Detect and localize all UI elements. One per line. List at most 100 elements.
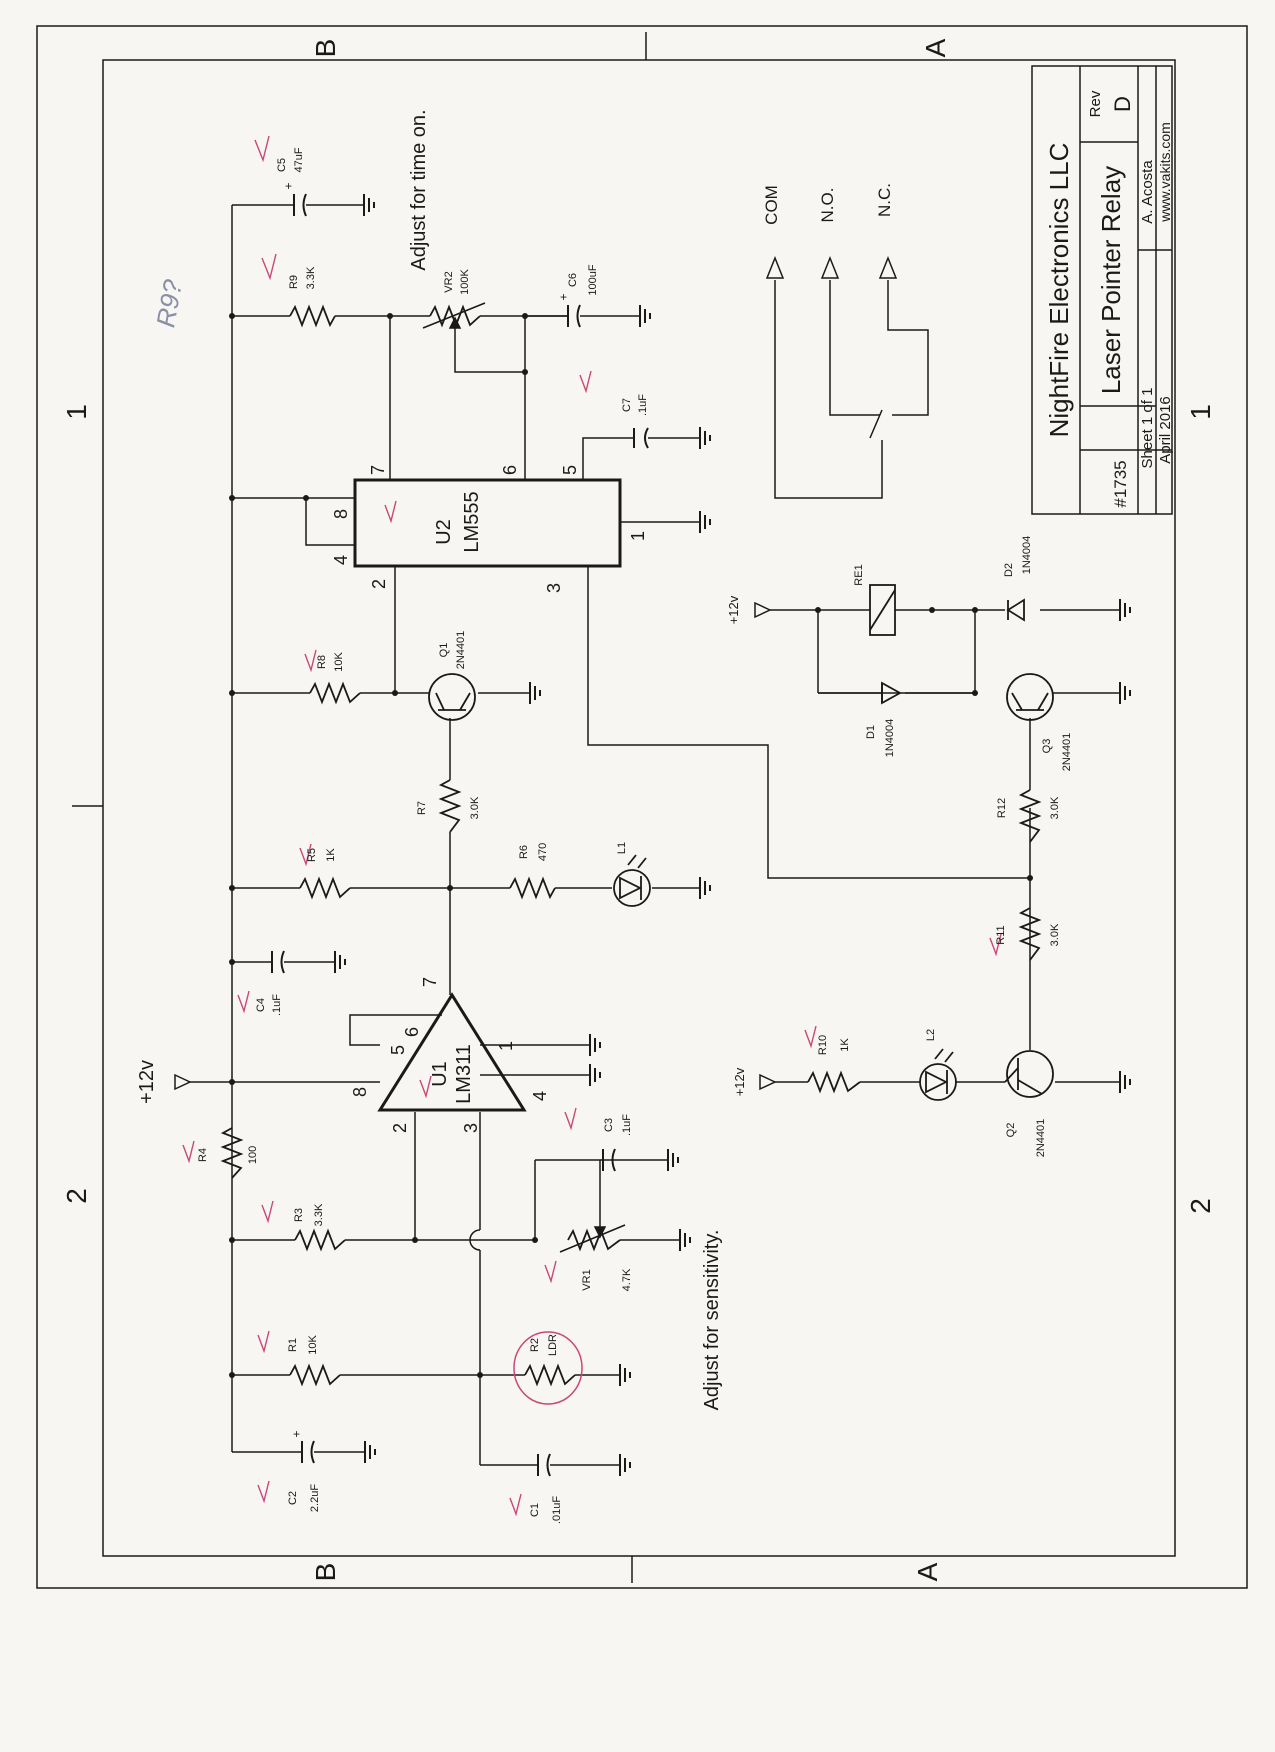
led-symbols	[613, 854, 957, 1101]
relay-com: COM	[762, 185, 781, 225]
u1-pin2: 2	[390, 1123, 410, 1133]
svg-text:+: +	[285, 179, 292, 193]
q1-ref: Q1	[438, 643, 450, 658]
website: www.vakits.com	[1157, 122, 1173, 223]
r9-symbol	[289, 304, 336, 328]
relay-nc: N.C.	[875, 183, 894, 217]
zone-b-bottom: B	[310, 1563, 341, 1582]
wires	[190, 204, 1120, 1466]
r6-ref: R6	[518, 845, 530, 859]
zone-1-left: 1	[61, 404, 92, 420]
c4-value: .1uF	[271, 994, 283, 1016]
u1-pin5: 5	[388, 1045, 408, 1055]
u2-pin6: 6	[500, 465, 520, 475]
diode-symbols	[881, 598, 1025, 705]
r5-value: 1K	[325, 848, 337, 862]
c3-ref: C3	[603, 1118, 615, 1132]
r12-value: 3.0K	[1049, 796, 1061, 819]
ground-symbols	[334, 193, 1131, 1477]
vr1-value: 4.7K	[621, 1268, 633, 1291]
u1-pin1: 1	[496, 1041, 516, 1051]
r8-value: 10K	[333, 652, 345, 672]
r6-symbol	[509, 876, 556, 900]
r1-value: 10K	[307, 1335, 319, 1355]
l1-ref: L1	[616, 842, 628, 854]
u2-lm555: U2 LM555 8 4 2 7 6 5 1 3	[331, 465, 648, 593]
r8-ref: R8	[316, 655, 328, 669]
polarity-marks: +++	[285, 179, 567, 1441]
c7-ref: C7	[621, 398, 633, 412]
c3-value: .1uF	[621, 1114, 633, 1136]
u2-pin5: 5	[560, 465, 580, 475]
u1-lm311: U1 LM311 8 2 3 4 5 6 1 7	[350, 977, 550, 1133]
q3-symbol	[1006, 673, 1054, 721]
relay-coil	[869, 584, 896, 636]
vr2-ref: VR2	[443, 271, 455, 292]
c7-value: .1uF	[637, 394, 649, 416]
r11-ref: R11	[995, 925, 1007, 944]
u2-pin4: 4	[331, 555, 351, 565]
zone-2-left: 2	[61, 1188, 92, 1204]
r1-symbol	[289, 1363, 341, 1387]
d1-value: 1N4004	[884, 719, 896, 758]
u1-pin6: 6	[402, 1027, 422, 1037]
pot-wipers	[422, 302, 626, 1253]
r12-ref: R12	[996, 798, 1008, 818]
r3-ref: R3	[293, 1208, 305, 1222]
r6-value: 470	[537, 843, 549, 861]
q3-ref: Q3	[1041, 739, 1053, 754]
junctions	[229, 313, 1033, 1378]
u2-pin7: 7	[368, 465, 388, 475]
project-title: Laser Pointer Relay	[1096, 166, 1126, 394]
vr1-symbol	[567, 1228, 621, 1252]
supply-symbols	[174, 601, 777, 1091]
r9-ref: R9	[288, 275, 300, 289]
vr2-value: 100K	[459, 268, 471, 294]
r12-symbol	[1018, 789, 1042, 843]
q2-value: 2N4401	[1035, 1119, 1047, 1158]
r3-value: 3.3K	[313, 1203, 325, 1226]
q1-symbol	[428, 673, 476, 721]
u1-part: LM311	[453, 1044, 475, 1104]
zone-markers: B A 1 2 1 2 B A	[61, 38, 1216, 1581]
company-name: NightFire Electronics LLC	[1044, 143, 1074, 438]
c2-value: 2.2uF	[309, 1484, 321, 1512]
sheet-number: Sheet 1 of 1	[1139, 388, 1156, 469]
title-block	[1031, 65, 1173, 515]
d2-value: 1N4004	[1021, 536, 1033, 575]
c5-value: 47uF	[293, 147, 305, 172]
r10-symbol	[807, 1070, 861, 1094]
q2-symbol	[1006, 1050, 1054, 1098]
r9-value: 3.3K	[305, 266, 317, 289]
u1-ref: U1	[429, 1061, 451, 1087]
c1-ref: C1	[529, 1503, 541, 1517]
supply-12v-led: +12v	[732, 1067, 747, 1096]
q2-ref: Q2	[1005, 1123, 1017, 1138]
r7-ref: R7	[416, 801, 428, 815]
c4-ref: C4	[255, 998, 267, 1012]
rev-value: D	[1110, 96, 1135, 112]
u2-part: LM555	[461, 491, 483, 552]
u2-pin8: 8	[331, 509, 351, 519]
zone-a-bottom: A	[912, 1562, 943, 1581]
u1-pin8: 8	[350, 1087, 370, 1097]
relay-contact-terminals	[765, 255, 898, 279]
re1-ref: RE1	[853, 564, 865, 585]
zone-a-top: A	[920, 38, 951, 57]
c5-ref: C5	[276, 158, 288, 172]
r2-ref: R2	[529, 1338, 541, 1352]
r10-ref: R10	[817, 1035, 829, 1055]
r10-value: 1K	[839, 1038, 851, 1052]
l1-symbol	[613, 869, 651, 907]
ldr-circle-mark	[513, 1331, 583, 1405]
r8-symbol	[309, 681, 361, 705]
d2-ref: D2	[1003, 563, 1015, 577]
handwritten-r9-note: R9?	[150, 277, 188, 330]
c2-ref: C2	[287, 1491, 299, 1505]
r11-symbol	[1018, 907, 1042, 961]
capacitor-symbols	[271, 193, 649, 1477]
supply-12v-main: +12v	[136, 1060, 158, 1104]
vr1-ref: VR1	[581, 1269, 593, 1290]
r2-symbol	[524, 1363, 576, 1387]
part-labels: C5 47uF R9 3.3K VR2 100K C6 100uF C7 .1u…	[197, 147, 1073, 1524]
